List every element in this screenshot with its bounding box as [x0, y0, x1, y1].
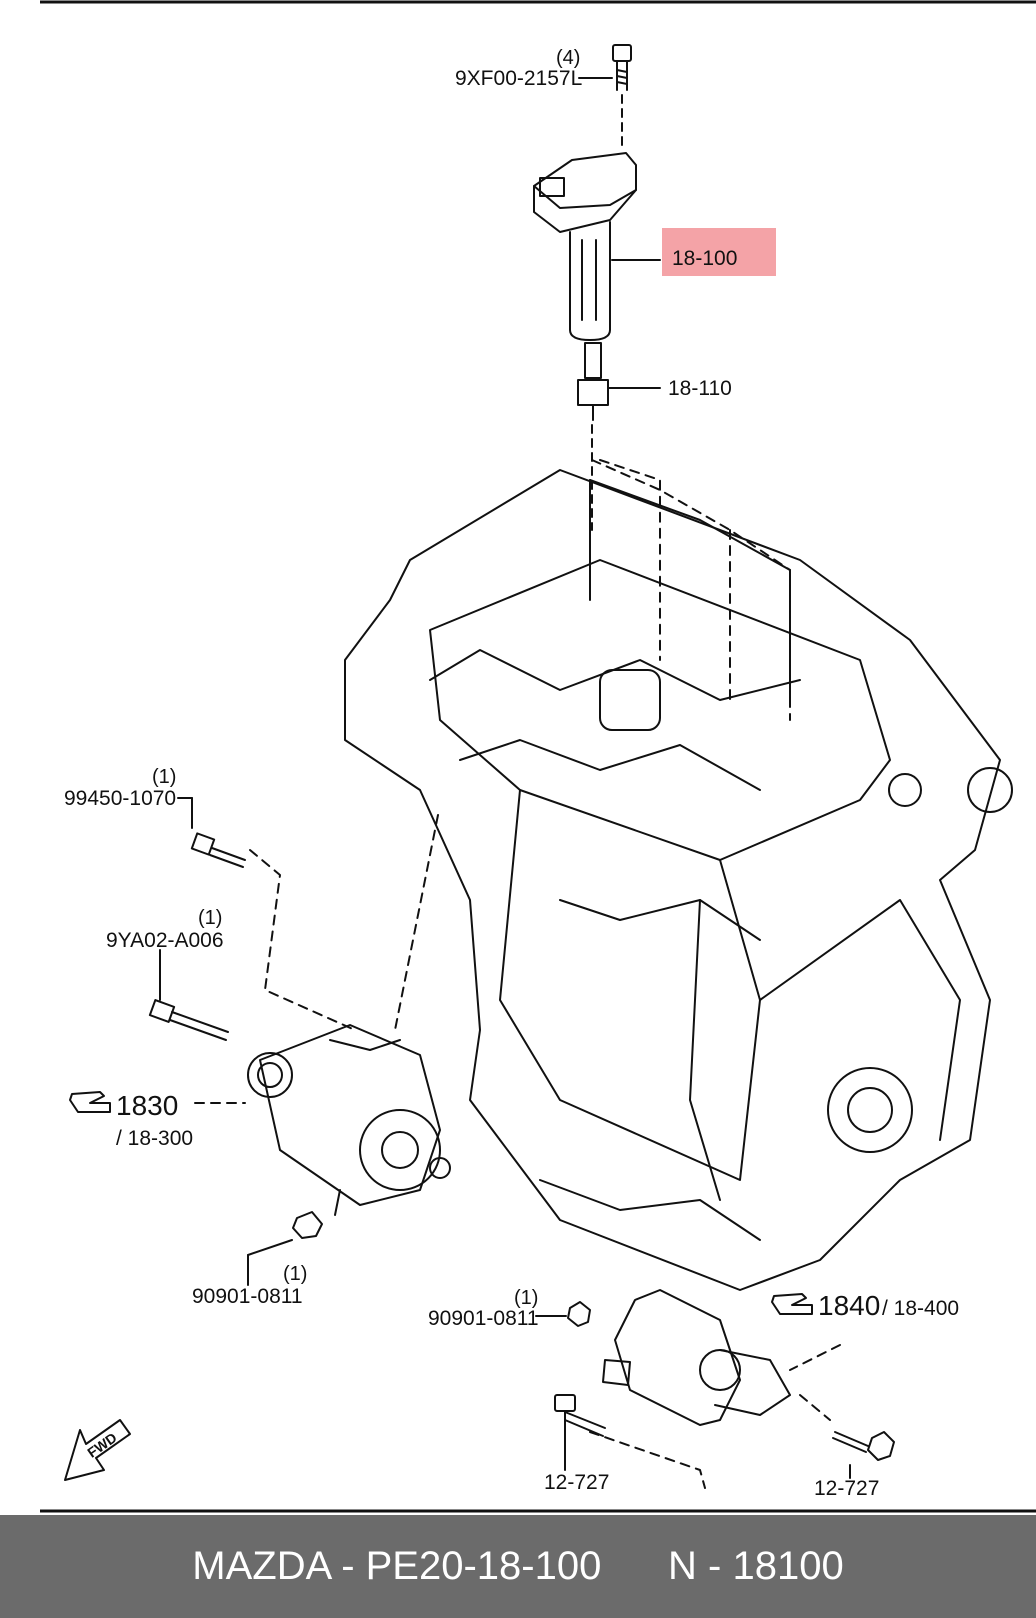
starter-drawing [535, 1289, 895, 1479]
alt-bolt1-drawing [177, 797, 246, 868]
spark-plug-drawing [577, 342, 661, 531]
starter-nut-label: 90901-0811 [428, 1307, 539, 1330]
alt-bolt2-qty: (1) [198, 907, 223, 929]
alt-nut-drawing [247, 1211, 323, 1286]
coil-bolt-qty: (4) [556, 47, 581, 69]
alternator-drawing [247, 1024, 451, 1216]
alt-ref-sub: / 18-300 [116, 1127, 194, 1150]
footer-caption: MAZDA - PE20-18-100 N - 18100 [0, 1515, 1036, 1618]
leader-dashes [194, 459, 841, 1489]
alt-bolt2-label: 9YA02-A006 [106, 929, 224, 952]
starter-ref-sub: / 18-400 [882, 1297, 960, 1320]
starter-bolt-right-label: 12-727 [814, 1477, 880, 1500]
diagram-drawing [40, 0, 1036, 1513]
starter-ref-label[interactable]: 1840 [818, 1290, 881, 1321]
footer-spacer [601, 1544, 668, 1589]
footer-part-text: MAZDA - PE20-18-100 [192, 1544, 602, 1588]
alt-ref-label[interactable]: 1830 [116, 1090, 179, 1121]
ignition-coil-drawing [533, 152, 661, 341]
coil-highlight [662, 228, 776, 276]
plug-label: 18-110 [668, 377, 732, 400]
starter-bolt-left-label: 12-727 [544, 1471, 610, 1494]
footer-number-text: N - 18100 [668, 1544, 844, 1588]
coil-bolt-label: 9XF00-2157L [455, 67, 583, 90]
starter-nut-qty: (1) [514, 1287, 539, 1309]
engine-block-drawing [344, 469, 1013, 1291]
alt-bolt1-label: 99450-1070 [64, 787, 177, 810]
hand-icons [69, 1091, 813, 1315]
alt-bolt2-drawing [148, 949, 229, 1041]
footer-bar [0, 1515, 1036, 1618]
alt-nut-qty: (1) [283, 1263, 308, 1285]
coil-bolt-drawing [578, 44, 632, 151]
fwd-arrow-drawing [64, 1419, 131, 1481]
coil-label: 18-100 [672, 247, 738, 270]
alt-bolt1-qty: (1) [152, 766, 177, 788]
alt-nut-label: 90901-0811 [192, 1285, 303, 1308]
